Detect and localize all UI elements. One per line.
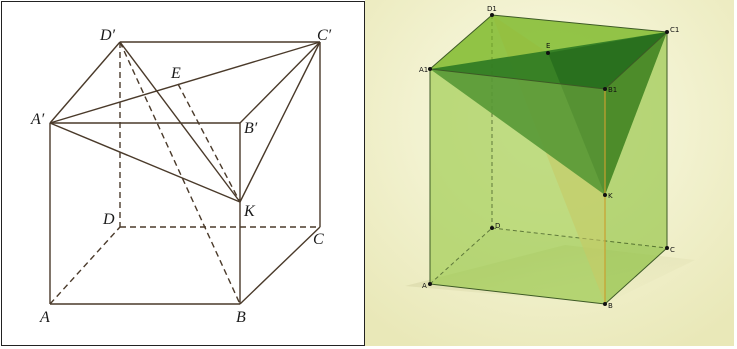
point-C1: [665, 30, 669, 34]
edge-A1D1: [49, 41, 121, 124]
face-right: [605, 32, 667, 304]
label-E: E: [170, 65, 181, 82]
edge-B1C1: [239, 41, 321, 124]
point-E: [546, 51, 550, 55]
edge-B1C1: [604, 31, 668, 90]
edge-AB: [429, 283, 606, 305]
segment-A1K: [49, 122, 241, 203]
left-cube-diagram: A B C D A′ B′ C′ D′ E K: [30, 27, 332, 326]
label-A: A: [422, 282, 427, 290]
segment-C1K: [239, 41, 321, 203]
segment-D1K: [119, 41, 241, 203]
hidden-edge-AD: [49, 226, 121, 305]
label-D: D: [495, 222, 500, 230]
point-K: [603, 193, 607, 197]
label-B1: B′: [244, 120, 258, 137]
label-K: K: [243, 203, 256, 220]
label-A1: A1: [419, 66, 428, 74]
edge-A1B1: [429, 68, 606, 90]
segment-A1C1: [49, 41, 321, 124]
label-D1: D′: [99, 27, 116, 44]
label-C: C: [313, 231, 324, 248]
hidden-edge-DC: [491, 227, 668, 249]
triangle-EC1K: [548, 32, 667, 195]
label-B: B: [236, 309, 246, 326]
label-B1: B1: [608, 86, 617, 94]
point-D: [490, 226, 494, 230]
point-B: [603, 302, 607, 306]
edge-A1D1: [429, 14, 493, 70]
label-A: A: [39, 309, 50, 326]
label-C1: C′: [317, 27, 332, 44]
point-D1: [490, 13, 494, 17]
point-A1: [428, 67, 432, 71]
label-A1: A′: [30, 111, 45, 128]
face-front: [430, 69, 605, 304]
point-C: [665, 246, 669, 250]
label-C: C: [670, 246, 675, 254]
label-C1: C1: [670, 26, 679, 34]
edge-D1C1: [491, 14, 668, 33]
hidden-segment-EK: [177, 83, 241, 203]
point-B1: [603, 87, 607, 91]
hidden-segment-D1B: [119, 41, 241, 305]
edge-BC: [239, 226, 321, 305]
face-bottom: [430, 228, 667, 304]
panel-divider: [364, 1, 365, 346]
label-E: E: [546, 42, 550, 50]
label-K: K: [608, 192, 613, 200]
right-prism-render: A1 D1 C1 B1 E K A B C D: [365, 0, 734, 346]
label-D1: D1: [487, 5, 497, 13]
label-D: D: [102, 211, 115, 228]
label-B: B: [608, 302, 613, 310]
point-A: [428, 282, 432, 286]
edge-BC: [604, 247, 668, 305]
